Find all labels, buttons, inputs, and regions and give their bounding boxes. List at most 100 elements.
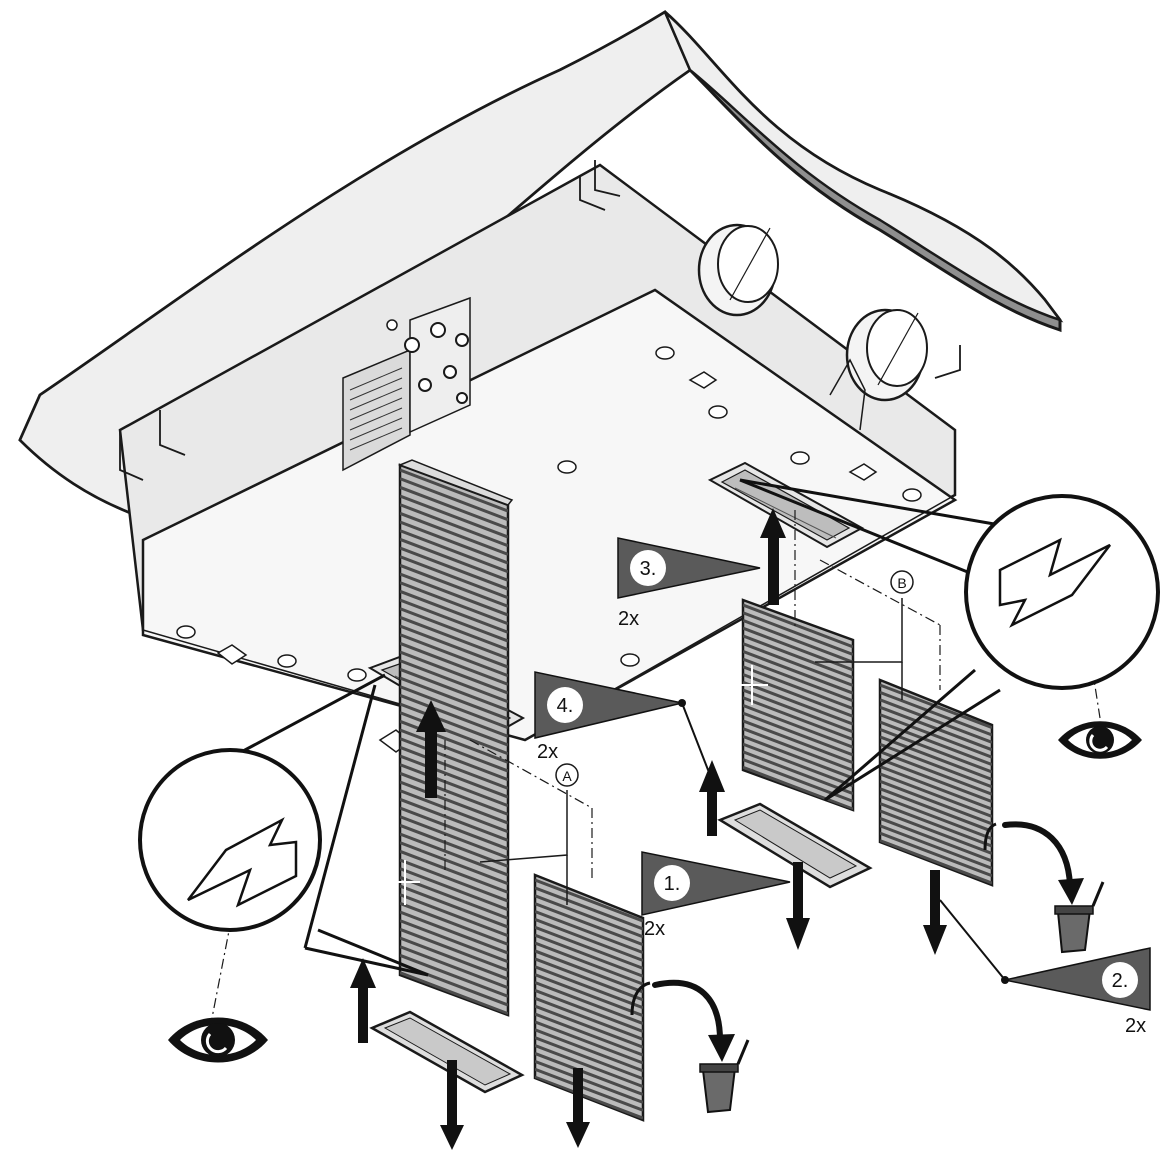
airflow-direction-arrow-icon	[998, 537, 1111, 628]
filter-pleat	[743, 680, 853, 726]
filter-pleat	[535, 996, 643, 1041]
magnifier-right	[739, 478, 1160, 802]
eye-icon	[1058, 721, 1142, 759]
filter-pleat	[880, 824, 992, 870]
filter-pleat	[400, 494, 508, 539]
disposal-arrow-icon	[652, 821, 1073, 1043]
move-arrow-icon	[786, 862, 810, 950]
connection-panel	[386, 296, 471, 434]
filter-pleat	[535, 988, 643, 1033]
airflow-symbol-2	[848, 463, 878, 481]
filter-pleat	[743, 719, 853, 765]
filter-pleat	[880, 713, 992, 759]
rating-plate	[342, 348, 411, 472]
filter-a-back	[533, 873, 645, 1122]
filter-pleat	[743, 626, 853, 672]
filter-pleat	[535, 902, 643, 947]
filter-pleat	[400, 971, 508, 1015]
step-4-number: 4.	[557, 695, 574, 717]
filter-pleat	[743, 750, 853, 796]
filter-pleat	[880, 735, 992, 781]
filter-pleat	[880, 772, 992, 818]
move-arrow-icon	[350, 958, 376, 1043]
filter-pleat	[880, 809, 992, 855]
filter-a-front	[397, 459, 514, 1017]
filter-pleat	[743, 665, 853, 711]
step-1-count: 2x	[644, 918, 665, 940]
filter-pleat	[535, 981, 643, 1025]
movement-arrows	[350, 508, 947, 1150]
filter-pleat	[400, 763, 508, 808]
callout-lines	[479, 598, 903, 905]
filter-pleat	[535, 933, 643, 978]
step-2-count: 2x	[1125, 1015, 1146, 1037]
filter-pleat	[880, 720, 992, 767]
filter-pleat	[880, 750, 992, 796]
filter-pleat	[400, 884, 508, 929]
callout-b-label: B	[897, 575, 906, 591]
filter-pleat	[880, 765, 992, 811]
filter-pleat	[880, 742, 992, 789]
filter-pleat	[535, 1012, 643, 1057]
pull-tab-mark	[983, 822, 997, 851]
step-2-number: 2.	[1112, 970, 1129, 992]
filter-pleat	[400, 624, 508, 669]
filter-pleat	[400, 563, 508, 608]
filter-pleat	[400, 789, 508, 834]
filter-pleat	[743, 742, 853, 788]
filter-pleat	[400, 589, 508, 634]
filter-pleat	[400, 511, 508, 556]
filter-pleat	[400, 875, 508, 920]
filter-pleat	[400, 537, 508, 582]
filter-pleat	[535, 878, 643, 923]
filter-pleat	[400, 667, 508, 712]
filter-pleat	[400, 893, 508, 938]
filter-pleat	[400, 771, 508, 816]
filter-pleat	[743, 649, 853, 695]
filter-pleat	[535, 1020, 643, 1065]
magnifier-left	[138, 673, 429, 977]
filter-pleat	[400, 858, 508, 903]
filter-pleat	[535, 894, 643, 939]
filter-pleat	[535, 886, 643, 931]
waste-bin-icon	[1054, 881, 1105, 954]
filter-pleat	[743, 634, 853, 680]
filter-pleat	[400, 685, 508, 730]
filter-pleat	[400, 797, 508, 842]
step-4-count: 2x	[537, 741, 558, 763]
filter-pleat	[535, 1004, 643, 1049]
filter-pleat	[535, 973, 643, 1018]
filter-pleat	[400, 910, 508, 955]
filter-pleat	[535, 965, 643, 1010]
filter-pleat	[400, 581, 508, 626]
step-marker-3: 3. 2x	[617, 537, 761, 630]
filter-pleat	[400, 598, 508, 643]
filter-pleat	[400, 841, 508, 886]
filter-pleat	[880, 787, 992, 833]
step-marker-4: 4. 2x	[534, 671, 711, 776]
filter-pleat	[400, 919, 508, 964]
filter-pleat	[400, 693, 508, 738]
duct-spigot-1	[697, 223, 779, 317]
filter-pleat	[400, 641, 508, 686]
filter-pleat	[400, 728, 508, 773]
filter-pleat	[400, 659, 508, 704]
filter-pleat	[535, 957, 643, 1002]
filter-pleat	[400, 745, 508, 790]
alignment-lines	[211, 510, 1101, 1019]
filter-pleat	[743, 704, 853, 749]
move-arrow-icon	[923, 870, 947, 955]
step-marker-2: 2. 2x	[939, 899, 1151, 1037]
filter-pleat	[400, 468, 508, 513]
move-arrow-icon	[416, 700, 446, 798]
filter-b-front	[741, 598, 855, 812]
filter-pleat	[400, 945, 508, 990]
filter-pleat	[743, 765, 853, 810]
filter-pleat	[880, 794, 992, 841]
filter-pleat	[400, 520, 508, 565]
filter-pleat	[743, 711, 853, 757]
filter-pleat	[880, 698, 992, 744]
filter-pleat	[400, 867, 508, 912]
